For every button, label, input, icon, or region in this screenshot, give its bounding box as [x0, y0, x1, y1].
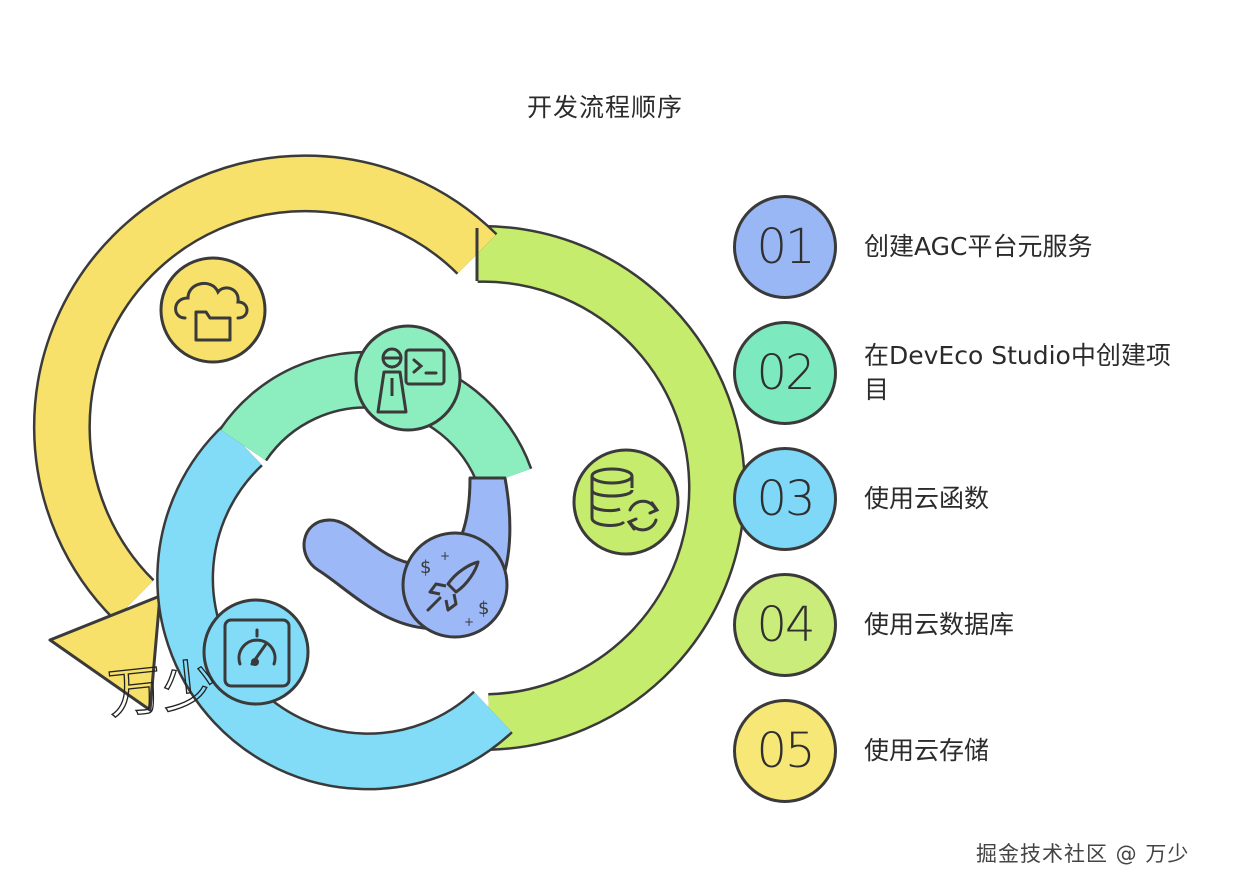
- step-05: 05 使用云存储: [730, 699, 1210, 807]
- inner-ring-blue-fill: [158, 425, 512, 788]
- svg-text:+: +: [464, 615, 474, 629]
- step-04: 04 使用云数据库: [730, 573, 1210, 681]
- signature-overlay: 万少: [105, 652, 219, 726]
- cloud-folder-icon: [159, 256, 267, 364]
- step-number-badge: 03: [733, 447, 837, 551]
- diagram-title: 开发流程顺序: [527, 93, 684, 122]
- svg-text:$: $: [420, 557, 431, 578]
- developer-terminal-icon: [354, 324, 462, 432]
- step-01: 01 创建AGC平台元服务: [730, 195, 1210, 303]
- step-number-badge: 04: [733, 573, 837, 677]
- database-sync-icon: [572, 448, 680, 556]
- rocket-money-icon: $ $ + +: [401, 531, 509, 639]
- step-label: 使用云存储: [864, 736, 990, 765]
- outer-ring-arrowhead: [48, 594, 162, 712]
- svg-text:+: +: [440, 549, 450, 563]
- step-number-badge: 05: [733, 699, 837, 803]
- step-number-badge: 02: [733, 321, 837, 425]
- step-03: 03 使用云函数: [730, 447, 1210, 555]
- svg-text:$: $: [478, 598, 489, 619]
- outer-ring-green-fill: [476, 227, 744, 749]
- step-label: 使用云数据库: [864, 610, 1015, 639]
- step-02: 02 在DevEco Studio中创建项目: [730, 321, 1210, 429]
- step-label: 在DevEco Studio中创建项目: [864, 341, 1171, 404]
- gauge-icon: [202, 598, 310, 706]
- step-label: 创建AGC平台元服务: [864, 232, 1093, 261]
- step-number-badge: 01: [733, 195, 837, 299]
- step-label: 使用云函数: [864, 484, 990, 513]
- site-watermark: 掘金技术社区 @ 万少: [976, 842, 1190, 866]
- outer-ring-yellow-fill: [35, 156, 496, 619]
